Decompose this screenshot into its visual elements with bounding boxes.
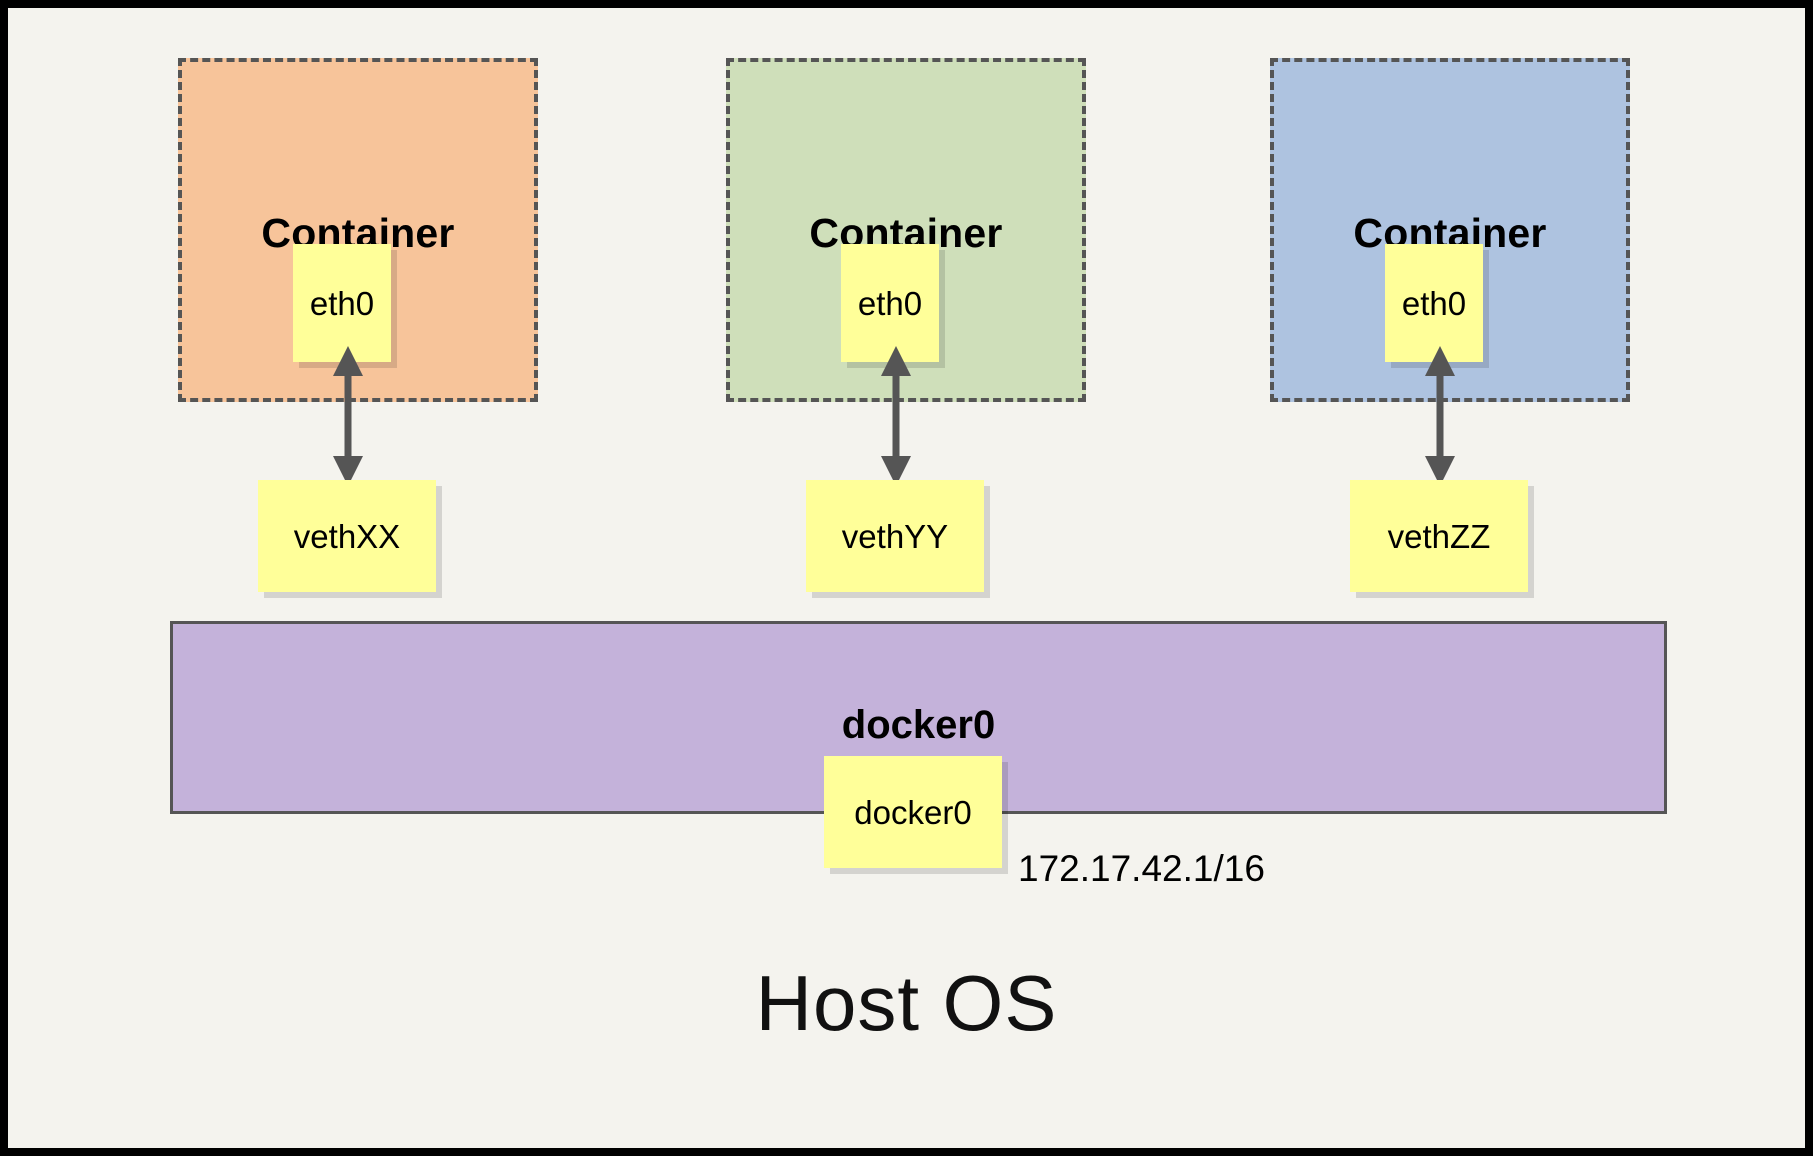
- docker0-interface-box: docker0: [824, 756, 1002, 868]
- veth-link-arrow-1: [333, 346, 363, 486]
- docker0-bridge-title: docker0: [841, 703, 996, 747]
- host-os-title: Host OS: [755, 959, 1058, 1047]
- veth-link-arrow-2: [881, 346, 911, 486]
- veth-interface-box-2: vethYY: [806, 480, 984, 592]
- veth-link-arrow-3: [1425, 346, 1455, 486]
- eth0-interface-box-2: eth0: [841, 244, 939, 362]
- veth-interface-box-3: vethZZ: [1350, 480, 1528, 592]
- eth0-interface-box-3: eth0: [1385, 244, 1483, 362]
- host-os-region: Container Container Container docker0 et…: [8, 8, 1805, 1148]
- veth-interface-box-1: vethXX: [258, 480, 436, 592]
- docker0-ip-address: 172.17.42.1/16: [1018, 848, 1265, 889]
- eth0-interface-box-1: eth0: [293, 244, 391, 362]
